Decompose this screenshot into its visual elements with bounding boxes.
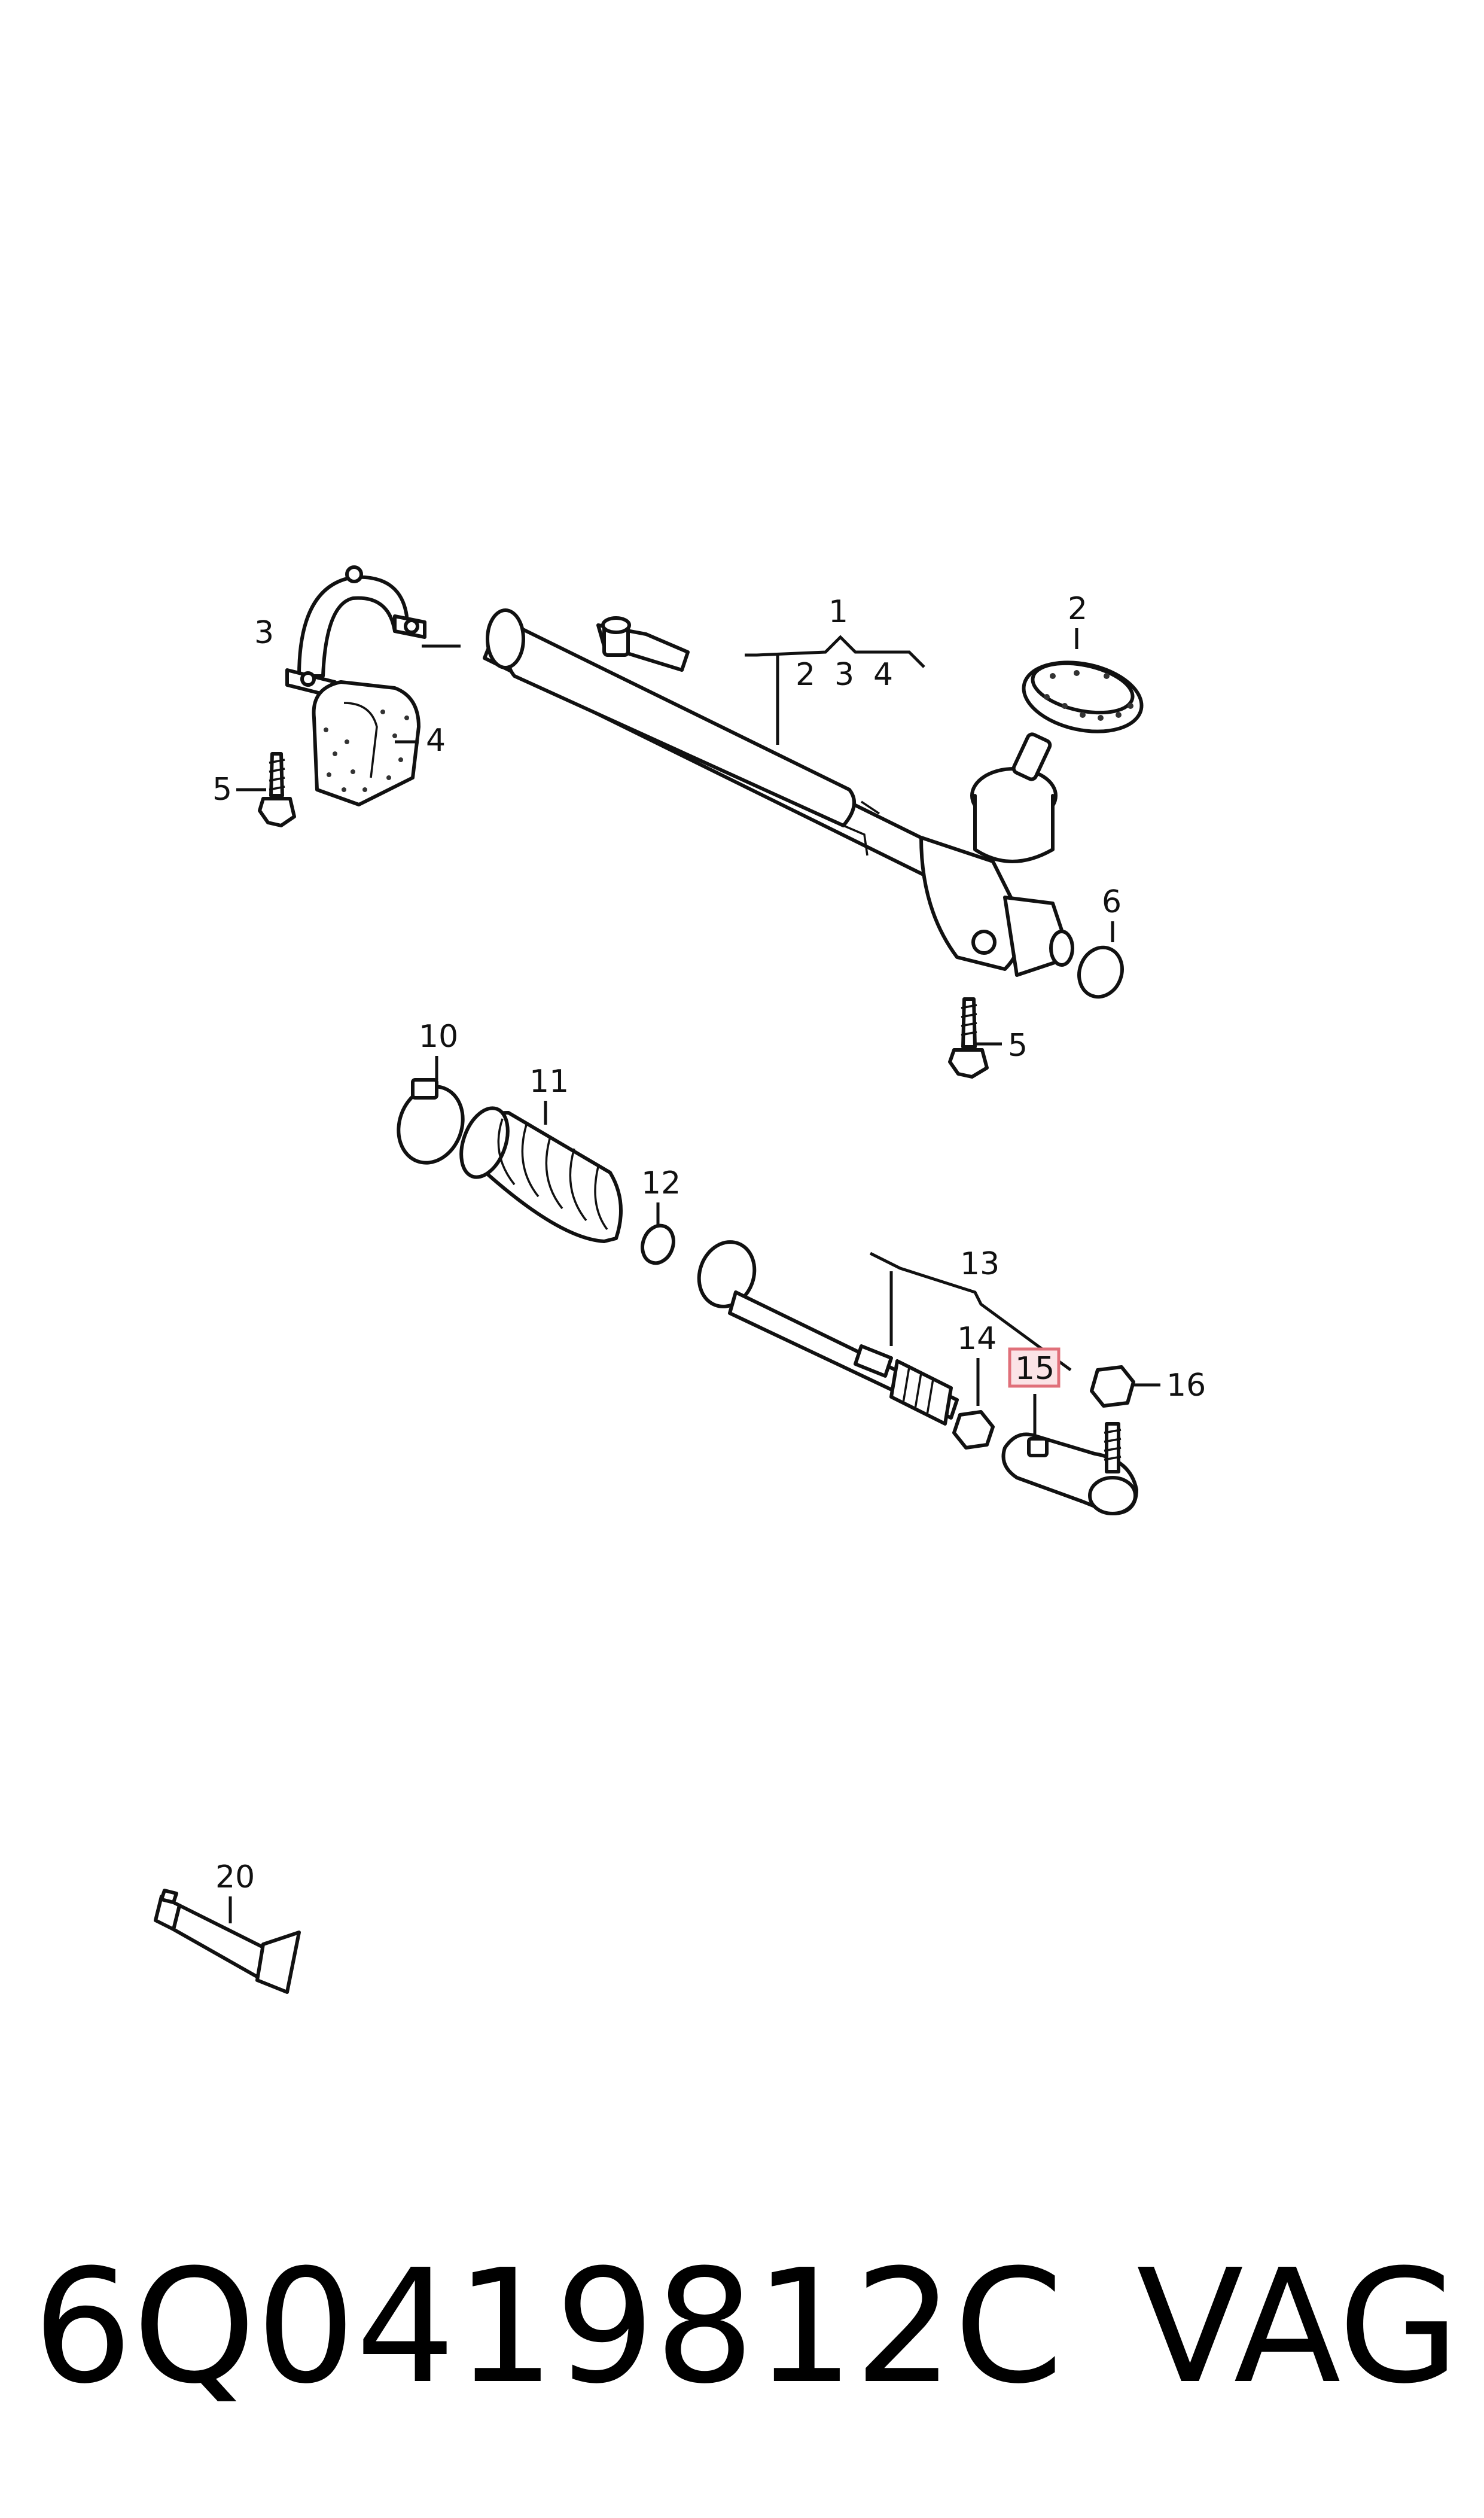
part-number: 6Q0419812C — [33, 2236, 1064, 2418]
callouts: 1 2 3 4 2 3 4 5 5 6 10 11 12 13 14 15 16… — [212, 591, 1206, 1895]
callout-6[interactable]: 6 — [1102, 884, 1122, 920]
leader-lines — [228, 628, 1160, 1923]
callout-4[interactable]: 4 — [426, 723, 446, 759]
callout-1-sub-2[interactable]: 2 — [796, 657, 815, 693]
callout-1-sub-3[interactable]: 3 — [834, 657, 854, 693]
screw-right — [948, 997, 989, 1079]
rubber-boot — [459, 1106, 623, 1243]
mounting-clamp — [285, 565, 426, 699]
callout-20[interactable]: 20 — [215, 1859, 255, 1895]
brand-name: VAG — [1136, 2236, 1459, 2418]
callout-16[interactable]: 16 — [1166, 1368, 1206, 1403]
callout-1[interactable]: 1 — [828, 594, 848, 630]
callout-15-highlight — [1008, 1347, 1061, 1388]
callout-13[interactable]: 13 — [960, 1246, 1000, 1282]
nut — [952, 1410, 995, 1450]
callout-2[interactable]: 2 — [1068, 591, 1087, 627]
o-ring — [1077, 945, 1124, 999]
callout-10[interactable]: 10 — [419, 1019, 458, 1055]
small-clamp — [641, 1223, 675, 1265]
grease-tube — [154, 1889, 301, 1994]
callout-12[interactable]: 12 — [641, 1165, 681, 1201]
tie-rod-end — [1001, 1432, 1138, 1515]
callout-11[interactable]: 11 — [529, 1064, 569, 1100]
callout-14[interactable]: 14 — [957, 1321, 997, 1357]
clamp-ring — [397, 1078, 465, 1165]
callout-5-right[interactable]: 5 — [1008, 1028, 1028, 1064]
gasket — [1022, 660, 1144, 733]
callout-15[interactable]: 15 — [1015, 1351, 1055, 1387]
callout-3[interactable]: 3 — [254, 615, 274, 651]
tie-rod — [697, 1240, 959, 1426]
callout-5-left[interactable]: 5 — [212, 772, 232, 808]
rubber-bush — [312, 680, 420, 806]
callout-1-sub-4[interactable]: 4 — [873, 657, 893, 693]
screw-left — [258, 752, 296, 827]
steering-rack — [483, 608, 1074, 977]
self-locking-nut — [1090, 1365, 1135, 1473]
